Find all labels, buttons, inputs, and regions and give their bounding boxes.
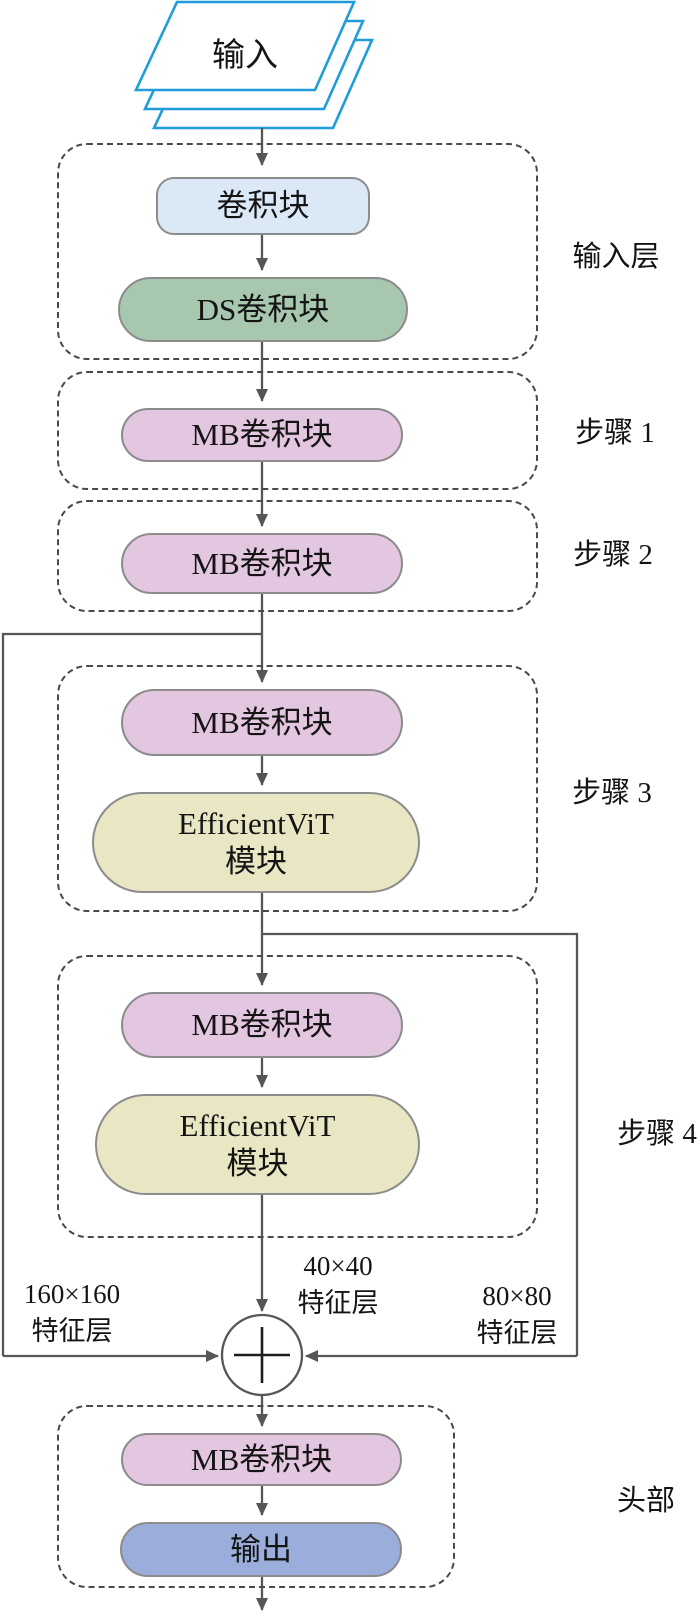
efficientvit3-line1: EfficientViT (178, 805, 334, 841)
group-label-step4: 步骤 4 (617, 1118, 697, 1150)
skip-80-wire (262, 932, 579, 1362)
block-mb-conv-step1: MB卷积块 (121, 408, 403, 462)
feature-label-80: 80×80 特征层 (457, 1278, 577, 1352)
feature-40-name: 特征层 (297, 1288, 379, 1318)
group-label-step3: 步骤 3 (572, 777, 652, 809)
block-mb-conv-step2: MB卷积块 (121, 533, 403, 594)
block-efficientvit-step4-label: EfficientViT 模块 (180, 1107, 336, 1183)
block-mb-head-label: MB卷积块 (190, 1441, 333, 1477)
group-box-step3 (57, 665, 538, 912)
input-stack-label: 输入 (212, 38, 278, 74)
block-ds-conv: DS卷积块 (118, 277, 408, 342)
block-efficientvit-step3: EfficientViT 模块 (92, 792, 420, 893)
block-mb-conv-step4: MB卷积块 (121, 992, 403, 1058)
group-box-head (57, 1405, 455, 1588)
feature-label-40: 40×40 特征层 (278, 1248, 398, 1322)
efficientvit4-line1: EfficientViT (179, 1107, 336, 1143)
block-output: 输出 (120, 1522, 402, 1577)
feature-40-size: 40×40 (303, 1251, 373, 1281)
block-mb-conv-head: MB卷积块 (121, 1433, 402, 1486)
merge-node-icon (220, 1313, 304, 1397)
group-label-head: 头部 (616, 1485, 675, 1517)
group-box-step1 (57, 371, 538, 490)
block-conv-label: 卷积块 (216, 188, 310, 224)
feature-80-size: 80×80 (482, 1281, 552, 1311)
feature-160-name: 特征层 (31, 1316, 113, 1346)
group-box-step2 (57, 500, 538, 612)
feature-160-size: 160×160 (23, 1279, 121, 1309)
block-mb-step2-label: MB卷积块 (191, 545, 333, 581)
efficientvit4-line2: 模块 (226, 1145, 289, 1181)
skip-80-path (262, 932, 579, 1356)
group-box-input-layer (57, 143, 538, 360)
block-output-label: 输出 (230, 1531, 292, 1567)
block-mb-step1-label: MB卷积块 (191, 417, 333, 453)
group-box-step4 (57, 955, 538, 1238)
feature-label-160: 160×160 特征层 (2, 1276, 142, 1350)
block-efficientvit-step3-label: EfficientViT 模块 (178, 805, 334, 881)
skip-160-path (1, 632, 262, 1356)
efficientvit3-line2: 模块 (225, 843, 287, 879)
block-mb-step4-label: MB卷积块 (191, 1007, 333, 1043)
block-mb-step3-label: MB卷积块 (191, 704, 333, 740)
block-conv: 卷积块 (156, 177, 370, 235)
block-ds-conv-label: DS卷积块 (196, 291, 330, 327)
input-stack-icon (133, 0, 374, 130)
skip-160-wire (1, 632, 262, 1362)
feature-80-name: 特征层 (476, 1318, 558, 1348)
group-label-step1: 步骤 1 (575, 417, 655, 449)
input-sheet-front (133, 0, 356, 92)
block-efficientvit-step4: EfficientViT 模块 (95, 1094, 420, 1195)
group-label-input-layer: 输入层 (572, 241, 660, 273)
block-mb-conv-step3: MB卷积块 (121, 689, 403, 756)
group-label-step2: 步骤 2 (573, 539, 653, 571)
